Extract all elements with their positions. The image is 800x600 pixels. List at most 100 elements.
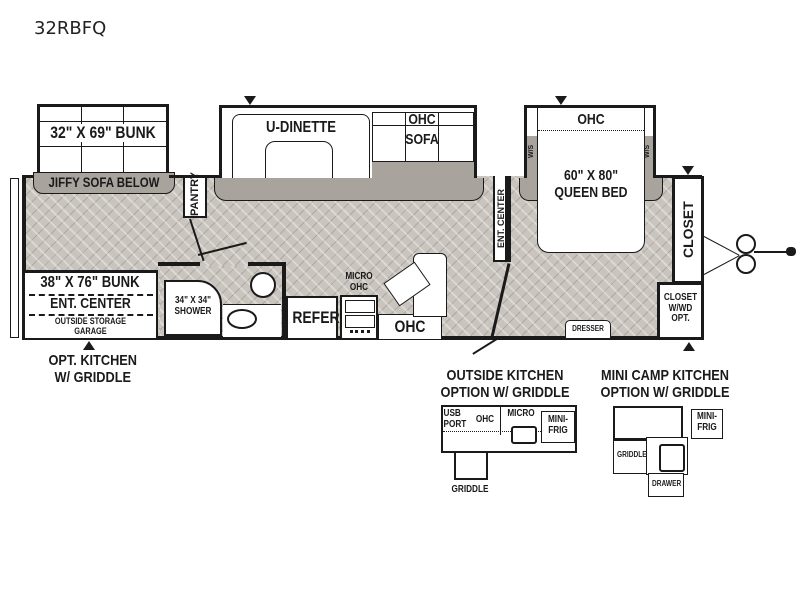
mini-camp-callout: MINI CAMP KITCHEN OPTION W/ GRIDDLE: [597, 367, 733, 401]
closet-wd-marker-icon: [683, 342, 695, 351]
dinette-window-marker-icon: [244, 96, 256, 105]
wardrobe-left: [527, 136, 537, 178]
ent-center-mid-label: ENT. CENTER: [496, 188, 506, 248]
bunk-bottom-label: 38" X 76" BUNK: [40, 274, 140, 291]
dresser-label: DRESSER: [572, 324, 604, 333]
hitch-arm: [703, 255, 740, 275]
burner-icon: [345, 315, 375, 328]
drawer-label: DRAWER: [652, 479, 682, 488]
mini-text: MINI-: [547, 414, 569, 425]
bedroom-ohc-label: OHC: [577, 111, 605, 128]
jiffy-sofa-label: JIFFY SOFA BELOW: [48, 174, 160, 190]
sofa: OHC SOFA: [372, 112, 474, 162]
frig-text: FRIG: [697, 421, 717, 433]
mini-sink-icon: [659, 444, 685, 472]
stove-vent: [350, 330, 370, 337]
wall-bottom: [22, 336, 702, 340]
sofa-label: SOFA: [405, 131, 439, 148]
closet-wd: CLOSET W/WD OPT.: [657, 282, 704, 340]
wall-partition: [507, 176, 511, 262]
mini-camp-line1: MINI CAMP KITCHEN: [601, 367, 729, 384]
shower-size-label: 34" X 34": [174, 295, 212, 306]
dresser: DRESSER: [565, 320, 611, 339]
closet-wd-line1: CLOSET: [663, 292, 698, 303]
outside-micro-label: MICRO: [507, 408, 535, 419]
bed-label: QUEEN BED: [554, 184, 628, 201]
bunk-cushion-row: [40, 107, 166, 122]
refer-label: REFER: [292, 308, 340, 327]
usb-text: USB: [443, 408, 461, 419]
refrigerator: REFER: [286, 296, 340, 338]
kitchen-ohc-label: OHC: [394, 317, 426, 336]
bunk-bottom: 38" X 76" BUNK ENT. CENTER OUTSIDE STORA…: [25, 270, 158, 338]
outside-kitchen-callout: OUTSIDE KITCHEN OPTION W/ GRIDDLE: [437, 367, 573, 401]
sofa-divider: [405, 112, 406, 162]
bath-wall-top-left: [158, 262, 200, 266]
outside-kitchen-diagram: USB PORT OHC MICRO MINI- FRIG: [441, 405, 577, 453]
coupler-icon: [786, 247, 796, 256]
stove: [340, 295, 378, 338]
opt-kitchen-line2: W/ GRIDDLE: [54, 369, 132, 386]
micro-label: MICRO: [345, 271, 373, 282]
mini-camp-sink-unit: [646, 437, 688, 475]
mini-camp-counter: [613, 406, 683, 440]
micro-ohc-text: OHC: [349, 281, 369, 293]
ohc-line: [443, 431, 575, 432]
kitchen-island: OHC: [378, 314, 442, 339]
u-dinette: U-DINETTE: [232, 114, 370, 183]
wall-top-left: [22, 175, 38, 178]
pantry: PANTRY: [183, 172, 207, 218]
sink-icon: [227, 309, 257, 329]
wall-top-segment: [169, 175, 221, 178]
ent-center-mid: ENT. CENTER: [493, 176, 507, 262]
outside-kitchen-line1: OUTSIDE KITCHEN: [446, 367, 564, 384]
sofa-ohc-label: OHC: [408, 111, 436, 128]
toilet-icon: [250, 272, 276, 298]
model-title: 32RBFQ: [34, 18, 107, 39]
outside-kitchen-line2: OPTION W/ GRIDDLE: [440, 384, 570, 401]
mini-camp-mini-frig: MINI- FRIG: [691, 409, 723, 439]
opt-kitchen-line1: OPT. KITCHEN: [48, 352, 138, 369]
dinette-slide-floor: [214, 178, 484, 201]
jiffy-sofa: JIFFY SOFA BELOW: [33, 172, 175, 194]
queen-bed: OHC 60" X 80" QUEEN BED: [537, 108, 645, 253]
closet-label: CLOSET: [680, 201, 696, 259]
outside-ohc-label: OHC: [475, 414, 495, 425]
bed-size-label: 60" X 80": [563, 167, 619, 184]
bath-wall-right: [282, 262, 286, 338]
dash-line: [29, 294, 153, 296]
wall-left: [22, 175, 26, 340]
opt-kitchen-callout: OPT. KITCHEN W/ GRIDDLE: [46, 352, 140, 386]
opt-kitchen-marker-icon: [83, 341, 95, 350]
sofa-divider: [438, 112, 439, 162]
pantry-label: PANTRY: [189, 172, 201, 216]
trailer-hitch: [703, 230, 800, 280]
frig-text: FRIG: [548, 424, 568, 436]
outside-mini-frig: MINI- FRIG: [541, 411, 575, 443]
outside-sink-icon: [511, 426, 537, 444]
bed-window-marker-icon: [555, 96, 567, 105]
bath-wall-top-right: [248, 262, 284, 266]
shower: 34" X 34" SHOWER: [164, 280, 222, 336]
closet-wd-line3: OPT.: [671, 313, 690, 324]
micro-ohc-label: MICRO OHC: [339, 271, 380, 293]
burner-icon: [345, 300, 375, 313]
closet: CLOSET: [672, 176, 704, 284]
shower-label: SHOWER: [174, 305, 212, 317]
hitch-arm: [703, 236, 740, 256]
port-text: PORT: [443, 418, 467, 430]
sofa-seat: [372, 124, 474, 162]
closet-wd-line2: W/WD: [668, 302, 693, 314]
mini-text: MINI-: [696, 411, 718, 422]
u-dinette-label: U-DINETTE: [266, 119, 336, 136]
garage-label: GARAGE: [74, 326, 107, 336]
entry-door-rail: [10, 178, 19, 338]
jack-wheel-icon: [736, 234, 756, 254]
dinette-table: [265, 141, 333, 183]
ohc-line: [538, 130, 644, 131]
wardrobe-right: [643, 136, 653, 178]
bunk-divider: [40, 146, 166, 147]
outside-griddle-label: GRIDDLE: [451, 484, 489, 495]
ent-center-left-label: ENT. CENTER: [50, 295, 131, 312]
